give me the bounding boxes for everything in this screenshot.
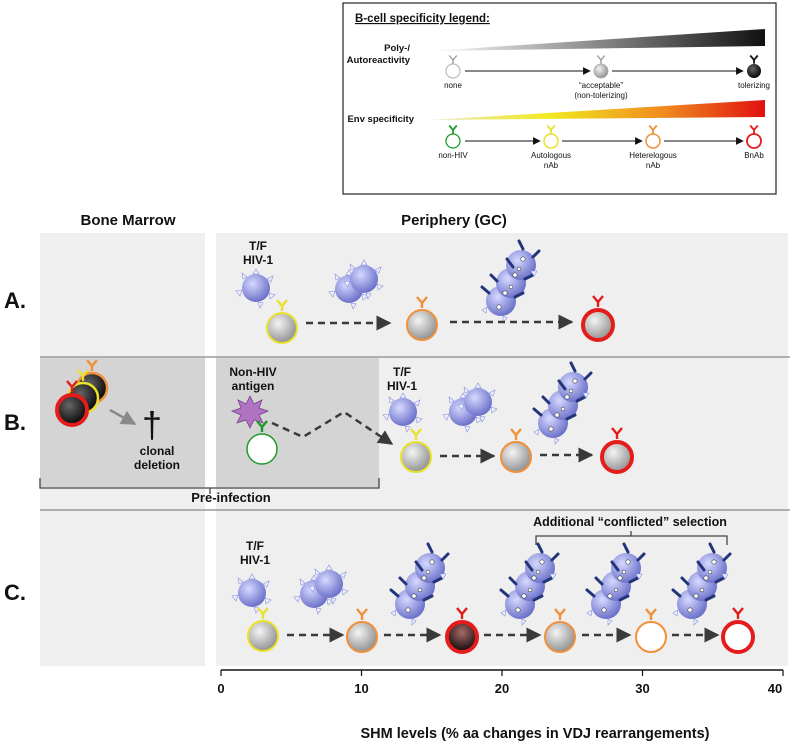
bm-autoreactive-cell-cluster [55,358,109,427]
row-a: T/F HIV-1 [235,239,613,343]
clonal-deletion-line2: deletion [134,458,180,472]
axis-tick-20: 20 [495,681,509,696]
poly-label-line2: Autoreactivity [347,55,411,66]
clonal-deletion-line1: clonal [140,444,175,458]
poly-none-cell [445,54,461,79]
env-stage-bnab: BnAb [744,151,764,160]
env-stage-autologous: Autologous [531,151,571,160]
row-b: † clonal deletion Non-HIV antigen T/F HI… [39,358,632,505]
row-c-heterologous-cell-3 [635,607,667,653]
axis-title: SHM levels (% aa changes in VDJ rearrang… [361,726,710,742]
axis-tick-10: 10 [354,681,368,696]
env-autologous-cell [543,124,559,149]
row-c: Additional “conflicted” selection T/F HI… [231,515,753,653]
env-nonhiv-cell [445,124,461,149]
row-a-virus-label-line2: HIV-1 [243,253,273,267]
poly-tolerizing-cell [747,54,761,78]
env-stage-nonhiv: non-HIV [438,151,468,160]
axis-tick-0: 0 [217,681,224,696]
row-label-b: B. [4,410,26,435]
env-stage-heterologous-sub: nAb [646,161,661,170]
shm-axis: 0 10 20 30 40 SHM levels (% aa changes i… [217,669,784,742]
row-b-virus-label-line1: T/F [393,365,411,379]
env-gradient-wedge [430,100,765,120]
row-c-virus-label-line1: T/F [246,539,264,553]
dagger-icon: † [142,404,162,445]
poly-gradient-wedge [430,29,765,51]
env-bnab-cell [746,124,762,149]
bone-marrow-header: Bone Marrow [80,212,175,229]
axis-tick-40: 40 [768,681,782,696]
poly-acceptable-cell [593,54,609,79]
preinfection-periphery-area [216,358,379,487]
specificity-legend: B-cell specificity legend: Poly-/ Autore… [342,2,777,195]
row-a-virus-label-line1: T/F [249,239,267,253]
row-label-a: A. [4,288,26,313]
env-stage-autologous-sub: nAb [544,161,559,170]
poly-label-line1: Poly-/ [384,43,410,54]
row-c-virus-label-line2: HIV-1 [240,553,270,567]
additional-selection-label: Additional “conflicted” selection [533,515,727,529]
nonhiv-label-line1: Non-HIV [229,365,276,379]
row-label-c: C. [4,580,26,605]
env-label: Env specificity [347,114,414,125]
nonhiv-label-line2: antigen [232,379,275,393]
poly-stage-tolerizing: tolerizing [738,81,770,90]
nonhiv-antigen-icon [230,395,270,429]
legend-title: B-cell specificity legend: [355,13,490,25]
axis-tick-30: 30 [635,681,649,696]
env-stage-heterologous: Heterelogous [629,151,677,160]
preinfection-label: Pre-infection [191,490,271,505]
poly-stage-none: none [444,81,462,90]
poly-stage-acceptable: “acceptable” [579,81,623,90]
env-heterologous-cell [645,124,661,149]
periphery-header: Periphery (GC) [401,212,507,229]
poly-stage-acceptable-sub: (non-tolerizing) [574,91,628,100]
row-b-virus-label-line2: HIV-1 [387,379,417,393]
